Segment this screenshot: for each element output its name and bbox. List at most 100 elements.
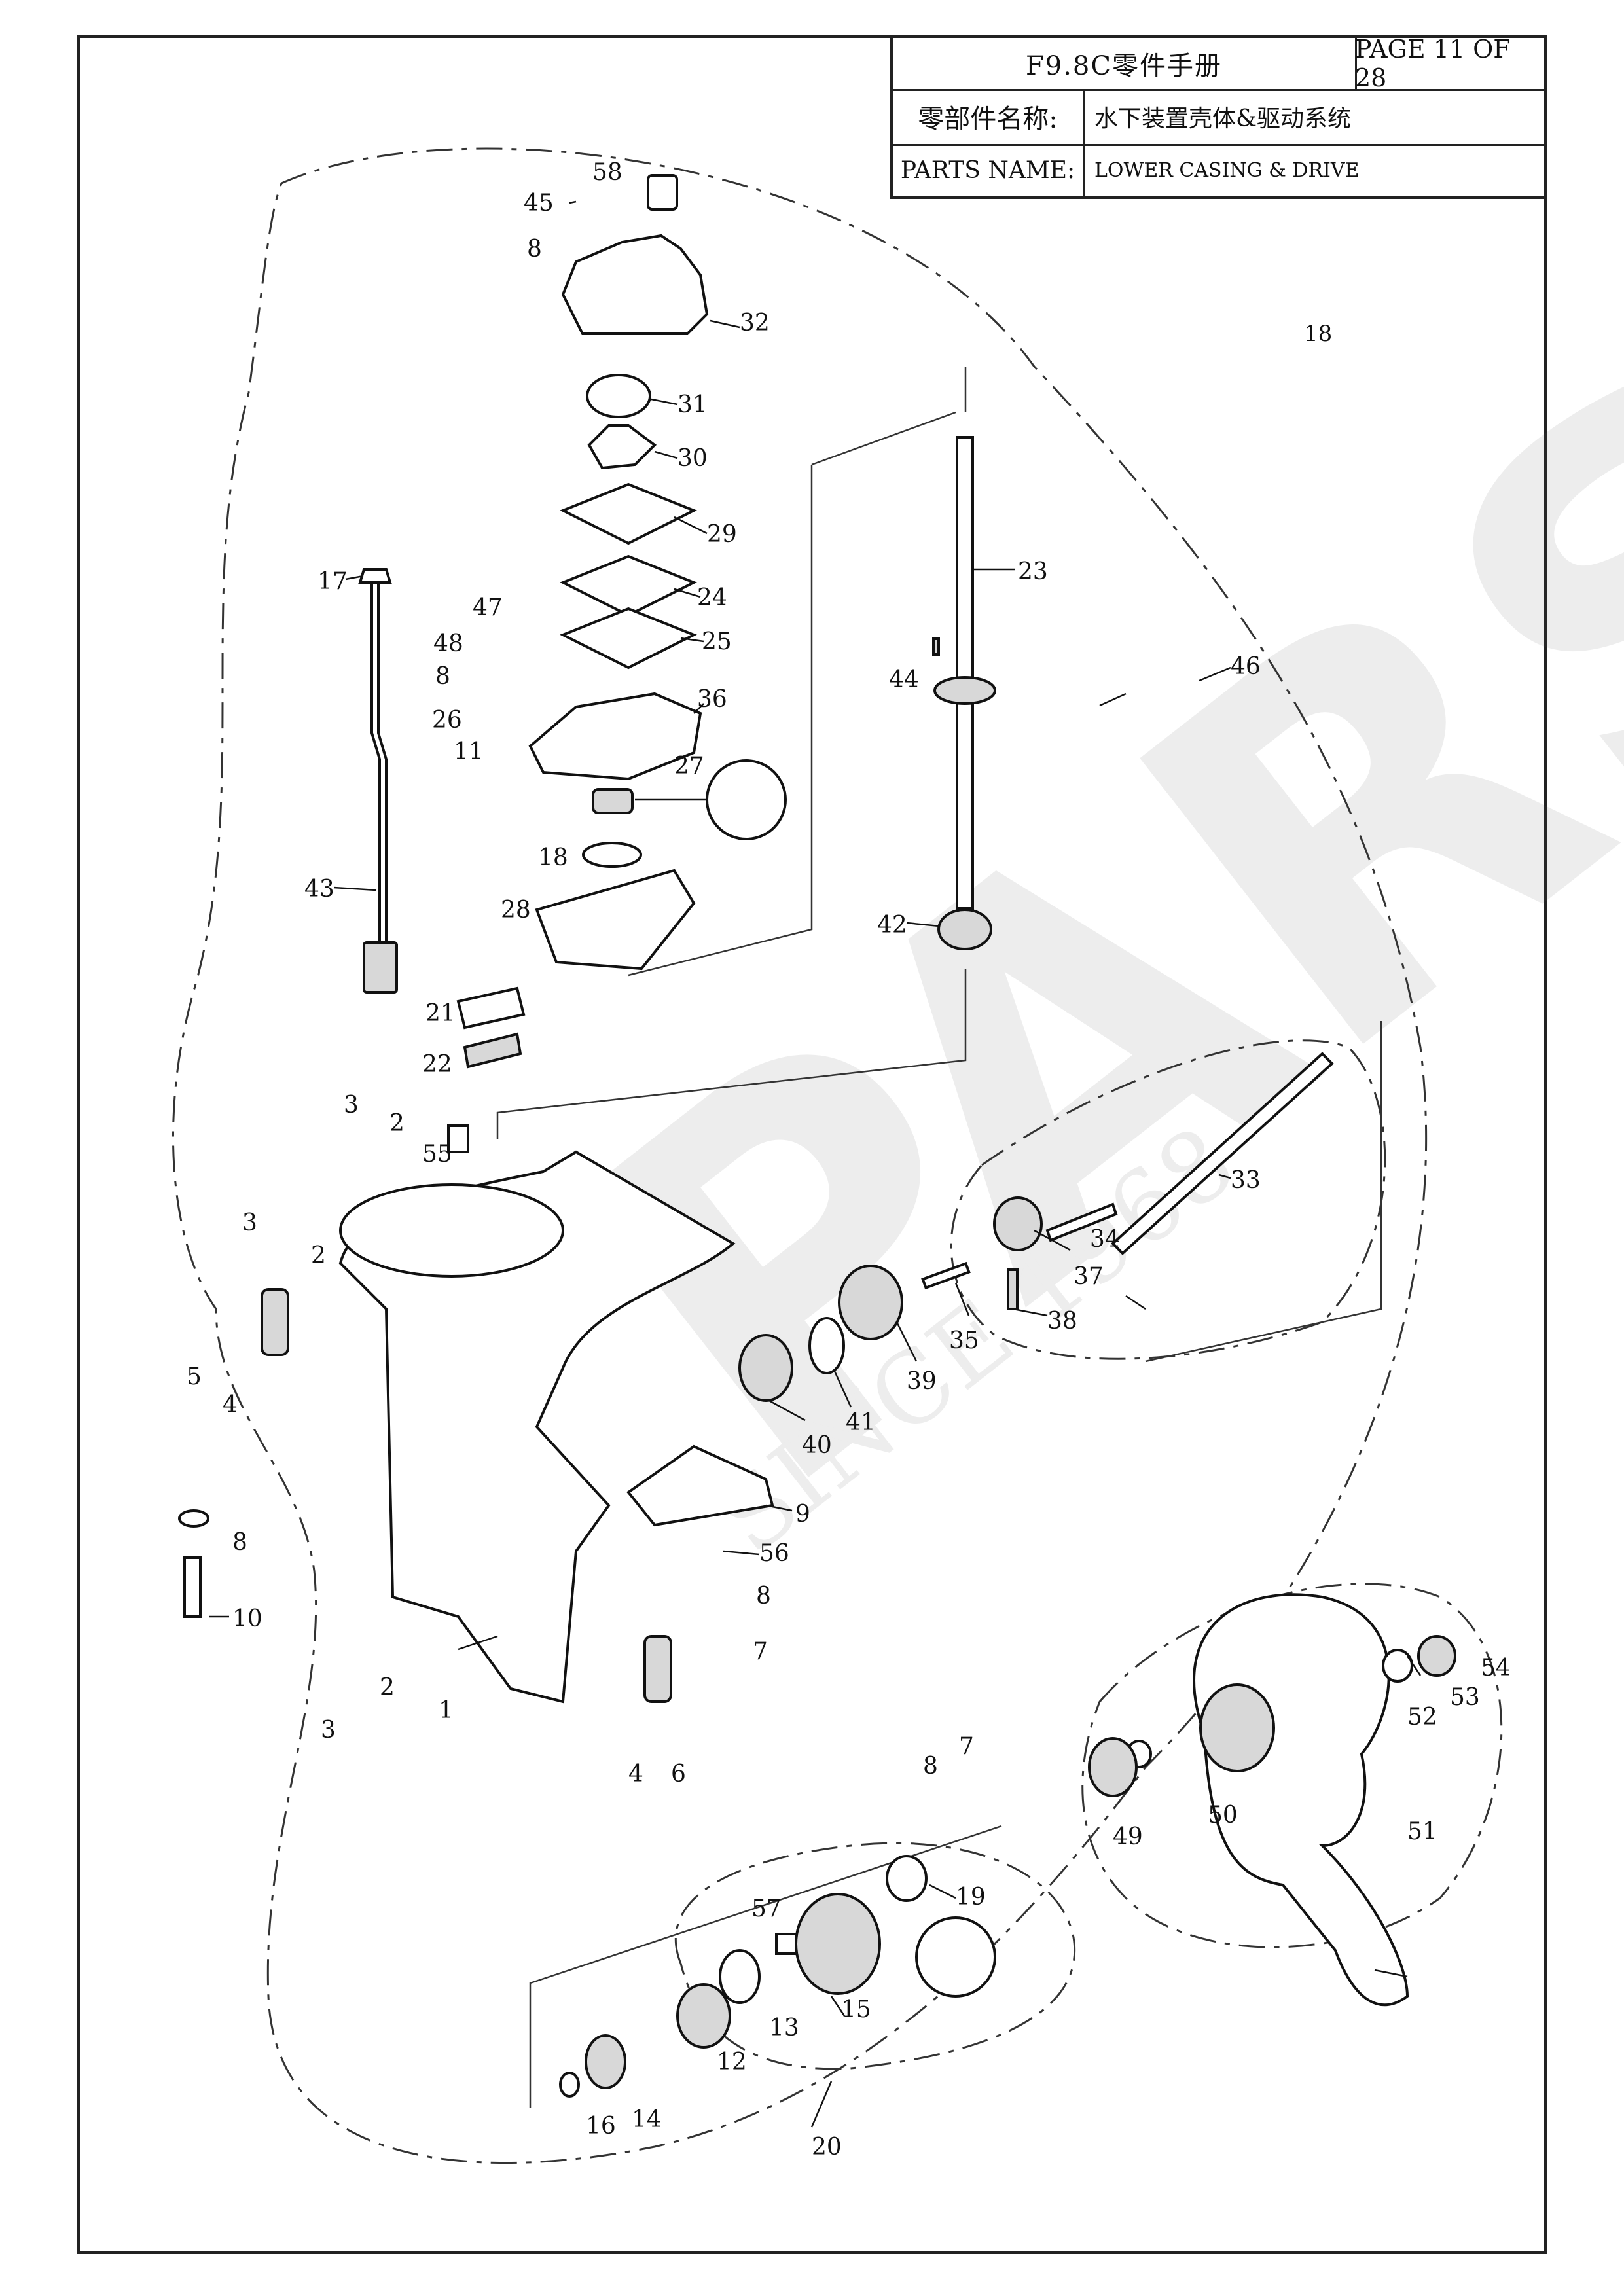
part-58-sleeve	[647, 174, 678, 211]
boundary-upper	[171, 147, 1428, 2164]
callout-22: 22	[422, 1051, 452, 1078]
callout-8e: 8	[923, 1753, 938, 1780]
part-23-bearing-ring	[933, 676, 996, 705]
part-1-mounting-flange	[339, 1183, 564, 1278]
title-row-2: 零部件名称: 水下装置壳体&驱动系统	[893, 89, 1544, 146]
part-19-seal	[886, 1855, 928, 1902]
part-39-gear	[838, 1265, 903, 1340]
callout-57: 57	[751, 1895, 782, 1922]
part-25-gasket	[560, 607, 697, 670]
part-12-bearing	[676, 1983, 731, 2049]
callout-8: 8	[527, 236, 542, 262]
title-block: F9.8C零件手册 PAGE 11 OF 28 零部件名称: 水下装置壳体&驱动…	[890, 35, 1547, 199]
callout-32: 32	[740, 310, 770, 336]
callout-20: 20	[812, 2134, 842, 2161]
callout-3: 3	[344, 1092, 359, 1119]
callout-9: 9	[795, 1501, 810, 1528]
part-8-washer	[178, 1509, 209, 1528]
callout-31: 31	[677, 391, 708, 418]
callout-49: 49	[1113, 1823, 1143, 1850]
callout-43: 43	[304, 876, 334, 903]
assembly-bracket-propshaft	[1145, 1021, 1382, 1363]
water-pump-group	[528, 174, 787, 971]
callout-53: 53	[1450, 1684, 1480, 1711]
callout-30: 30	[677, 445, 708, 472]
callout-54: 54	[1481, 1655, 1511, 1681]
part-49-thrust-hub	[1088, 1737, 1138, 1797]
part-15-bearing-housing	[795, 1893, 881, 1995]
callout-48: 48	[433, 630, 463, 657]
part-16-ring	[559, 2072, 580, 2098]
part-31-insert	[586, 374, 651, 418]
part-40-bearing	[738, 1334, 793, 1402]
part-4-anode-lower	[643, 1635, 672, 1703]
part-38-pin	[1007, 1268, 1019, 1310]
part-36-pump-base	[528, 692, 702, 781]
callout-7b: 7	[959, 1733, 974, 1760]
callout-46: 46	[1231, 653, 1261, 680]
callout-16: 16	[586, 2113, 616, 2140]
bearing-housing-group	[559, 1855, 996, 2098]
callout-29: 29	[707, 521, 737, 548]
callout-5: 5	[187, 1363, 202, 1390]
parts-name-cn-value: 水下装置壳体&驱动系统	[1094, 105, 1352, 132]
part-34-spring	[1045, 1202, 1118, 1242]
callout-8c: 8	[756, 1583, 771, 1609]
part-35-pin	[921, 1261, 971, 1290]
callout-35: 35	[949, 1327, 979, 1354]
callout-38: 38	[1047, 1308, 1077, 1335]
callout-45: 45	[524, 190, 554, 217]
shift-rod-group	[358, 568, 526, 1069]
parts-name-cn-label: 零部件名称:	[893, 89, 1085, 144]
part-23-drive-shaft	[956, 436, 974, 910]
callout-3c: 3	[321, 1717, 336, 1744]
callout-8b: 8	[435, 663, 450, 690]
callout-12: 12	[717, 2049, 747, 2075]
boundary-gearcase-inner	[950, 1039, 1386, 1360]
callout-28: 28	[501, 897, 531, 924]
part-10-bolt	[183, 1556, 202, 1618]
part-4-anode	[261, 1288, 289, 1356]
callout-52: 52	[1407, 1704, 1437, 1731]
callout-10: 10	[232, 1605, 262, 1632]
part-18-o-ring	[582, 842, 642, 868]
part-21-grommet	[456, 986, 526, 1030]
page-number: PAGE 11 OF 28	[1355, 35, 1511, 92]
callout-numbers: 58 45 8 32 31 30 29 24 25 47 48 8 26 11 …	[187, 159, 1511, 2161]
callout-24: 24	[697, 584, 727, 611]
assembly-bracket-pump	[628, 411, 956, 977]
callout-50: 50	[1208, 1802, 1238, 1829]
part-55-collar	[447, 1124, 469, 1153]
callout-7: 7	[753, 1638, 768, 1665]
parts-name-en-value: LOWER CASING & DRIVE	[1094, 158, 1360, 182]
part-43-rod-end	[363, 941, 398, 994]
part-17-nut	[358, 568, 392, 584]
part-22-grommet	[463, 1032, 522, 1069]
part-14-gear	[585, 2034, 626, 2089]
callout-1: 1	[439, 1697, 454, 1724]
callout-2c: 2	[380, 1674, 395, 1701]
callout-55: 55	[422, 1141, 452, 1168]
propeller-shaft-group	[738, 1052, 1334, 1402]
callout-56: 56	[759, 1540, 789, 1567]
callout-2: 2	[389, 1110, 405, 1137]
callout-26: 26	[432, 707, 462, 734]
callout-41: 41	[846, 1409, 876, 1436]
part-33-prop-shaft	[1111, 1052, 1334, 1255]
drawing-frame	[77, 35, 1547, 2254]
part-51-propeller-hub	[1199, 1683, 1275, 1772]
callout-14: 14	[632, 2106, 662, 2133]
callout-34: 34	[1090, 1226, 1120, 1253]
part-32-pump-housing	[561, 234, 709, 335]
part-42-pinion	[937, 908, 992, 950]
callout-58: 58	[592, 159, 623, 186]
part-29-gasket	[560, 482, 697, 545]
title-row-3: PARTS NAME: LOWER CASING & DRIVE	[893, 144, 1544, 196]
part-27-detail-circle	[706, 759, 787, 840]
parts-name-en-label: PARTS NAME:	[893, 144, 1085, 196]
callout-15: 15	[841, 1996, 871, 2023]
stray-reference-number: 18	[1304, 321, 1333, 347]
callout-19: 19	[956, 1884, 986, 1910]
callout-13: 13	[769, 2015, 799, 2041]
